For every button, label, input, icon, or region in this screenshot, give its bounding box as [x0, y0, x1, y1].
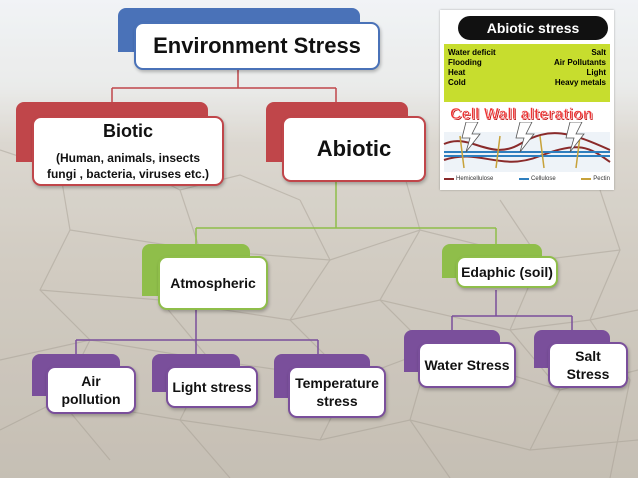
factor-item: Flooding: [448, 58, 482, 67]
stress-factors-right: Salt Air Pollutants Light Heavy metals: [554, 48, 606, 88]
abiotic-stress-illustration: Abiotic stress Water deficit Flooding He…: [440, 10, 614, 190]
biotic-card: Biotic (Human, animals, insects fungi , …: [32, 116, 224, 186]
atmospheric-label: Atmospheric: [158, 256, 268, 310]
abiotic-label: Abiotic: [282, 116, 426, 182]
cell-wall-fibers: [443, 122, 611, 172]
factor-item: Cold: [448, 78, 466, 87]
legend-label: Hemicellulose: [456, 176, 494, 182]
cell-wall-title: Cell Wall alteration: [450, 106, 593, 124]
factor-item: Heat: [448, 68, 466, 77]
air-pollution-card: Air pollution: [46, 366, 136, 414]
legend-swatch: [581, 178, 592, 180]
temperature-stress-line1: Temperature: [295, 375, 379, 391]
factor-item: Light: [586, 68, 606, 77]
edaphic-label: Edaphic (soil): [456, 256, 558, 288]
salt-stress-line1: Salt: [575, 348, 601, 364]
salt-stress-line2: Stress: [566, 366, 610, 382]
legend-label: Cellulose: [530, 176, 556, 182]
salt-stress-card: Salt Stress: [548, 342, 628, 388]
cell-wall-legend: Hemicellulose Cellulose Pectin: [444, 176, 610, 182]
legend-item-cellulose: Cellulose: [518, 176, 556, 182]
biotic-label: Biotic: [102, 120, 153, 141]
legend-label: Pectin: [593, 176, 610, 182]
abiotic-image-header: Abiotic stress: [458, 16, 608, 40]
stress-factors-left: Water deficit Flooding Heat Cold: [448, 48, 496, 88]
air-pollution-line2: pollution: [61, 391, 121, 407]
factor-item: Salt: [591, 48, 606, 57]
legend-item-pectin: Pectin: [581, 176, 610, 182]
factor-item: Heavy metals: [554, 78, 606, 87]
air-pollution-line1: Air: [81, 373, 101, 389]
temperature-stress-card: Temperature stress: [288, 366, 386, 418]
factor-item: Water deficit: [448, 48, 496, 57]
temperature-stress-line2: stress: [316, 393, 358, 409]
water-stress-label: Water Stress: [418, 342, 516, 388]
legend-swatch: [444, 178, 454, 180]
light-stress-label: Light stress: [166, 366, 258, 408]
legend-item-hemicellulose: Hemicellulose: [444, 176, 493, 182]
stress-factors-box: [444, 44, 610, 102]
factor-item: Air Pollutants: [553, 58, 606, 67]
biotic-detail-line1: (Human, animals, insects: [55, 150, 201, 165]
biotic-detail-line2: fungi , bacteria, viruses etc.): [46, 166, 210, 181]
environment-stress-label: Environment Stress: [134, 22, 380, 70]
legend-swatch: [518, 178, 529, 180]
